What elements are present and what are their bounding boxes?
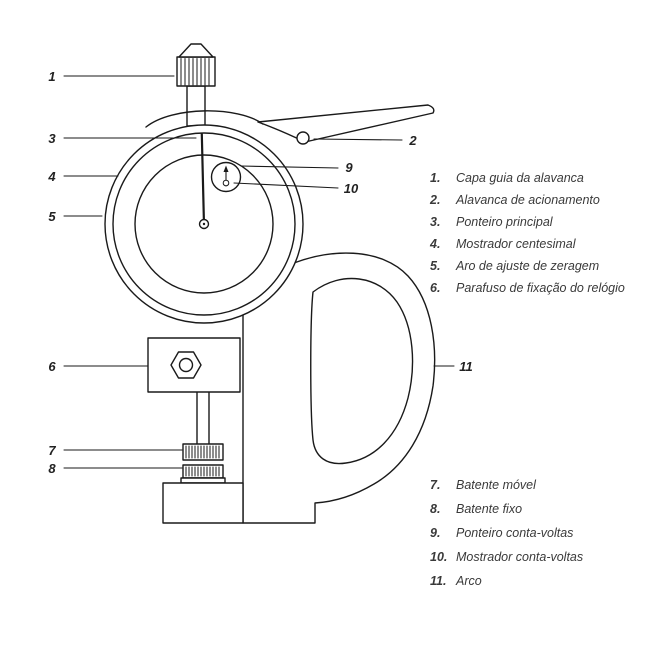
knurl-lines (180, 58, 210, 86)
legend-item: 5. Aro de ajuste de zeragem (430, 260, 625, 282)
legend-item-number: 5. (430, 259, 441, 273)
callout-number-7: 7 (48, 443, 56, 458)
legend-parts-1-6: 1. Capa guia da alavanca 2. Alavanca de … (430, 172, 625, 304)
callout-number-11: 11 (459, 359, 473, 374)
legend-item: 8. Batente fixo (430, 503, 583, 527)
legend-item-number: 3. (430, 215, 441, 229)
callout-number-1: 1 (48, 69, 55, 84)
legend-item-label: Mostrador centesimal (456, 237, 576, 251)
legend-item: 11. Arco (430, 575, 583, 599)
legend-item-label: Mostrador conta-voltas (456, 550, 584, 564)
callout-number-8: 8 (48, 461, 56, 476)
legend-item-label: Batente móvel (456, 478, 536, 492)
legend-item-number: 10. (430, 550, 448, 564)
frame-arc (242, 252, 436, 524)
legend-item-number: 6. (430, 281, 441, 295)
hex-screw (170, 351, 202, 379)
legend-item: 7. Batente móvel (430, 479, 583, 503)
legend-item-label: Alavanca de acionamento (456, 193, 600, 207)
legend-item-number: 7. (430, 478, 441, 492)
legend-item-number: 2. (430, 193, 441, 207)
legend-item-number: 8. (430, 502, 441, 516)
main-pointer (198, 132, 210, 230)
legend-item-label: Aro de ajuste de zeragem (456, 259, 600, 273)
housing-top (145, 110, 264, 128)
turns-counter-dial (210, 161, 242, 193)
legend-item: 9. Ponteiro conta-voltas (430, 527, 583, 551)
legend-item-label: Ponteiro principal (456, 215, 553, 229)
knurl-lines (185, 445, 220, 459)
knurl-lines (185, 466, 220, 477)
anvil-base (162, 477, 244, 524)
legend-item-number: 1. (430, 171, 441, 185)
callout-number-4: 4 (47, 169, 56, 184)
legend-item: 4. Mostrador centesimal (430, 238, 625, 260)
legend-item: 1. Capa guia da alavanca (430, 172, 625, 194)
callout-number-10: 10 (344, 181, 359, 196)
legend-item-number: 4. (430, 237, 441, 251)
fixed-anvil (182, 464, 224, 479)
legend-item: 3. Ponteiro principal (430, 216, 625, 238)
lever-pivot-screw (296, 131, 310, 145)
legend-item: 2. Alavanca de acionamento (430, 194, 625, 216)
lever-arm (257, 104, 435, 145)
callout-number-6: 6 (48, 359, 56, 374)
legend-item: 10. Mostrador conta-voltas (430, 551, 583, 575)
legend-item-label: Arco (456, 574, 482, 588)
callout-lines (63, 75, 455, 469)
cap-guide (176, 43, 216, 127)
legend-item-label: Capa guia da alavanca (456, 171, 584, 185)
clamp-screw-block (147, 337, 241, 393)
legend-item-number: 9. (430, 526, 441, 540)
callout-number-3: 3 (48, 131, 56, 146)
callout-number-9: 9 (345, 160, 353, 175)
movable-anvil (182, 443, 224, 461)
legend-item: 6. Parafuso de fixação do relógio (430, 282, 625, 304)
legend-parts-7-11: 7. Batente móvel 8. Batente fixo 9. Pont… (430, 479, 583, 599)
callout-number-5: 5 (48, 209, 56, 224)
legend-item-label: Batente fixo (456, 502, 523, 516)
legend-item-label: Parafuso de fixação do relógio (456, 281, 625, 295)
legend-item-label: Ponteiro conta-voltas (456, 526, 574, 540)
spindle (196, 391, 210, 445)
legend-item-number: 11. (430, 574, 447, 588)
callout-number-2: 2 (408, 133, 417, 148)
